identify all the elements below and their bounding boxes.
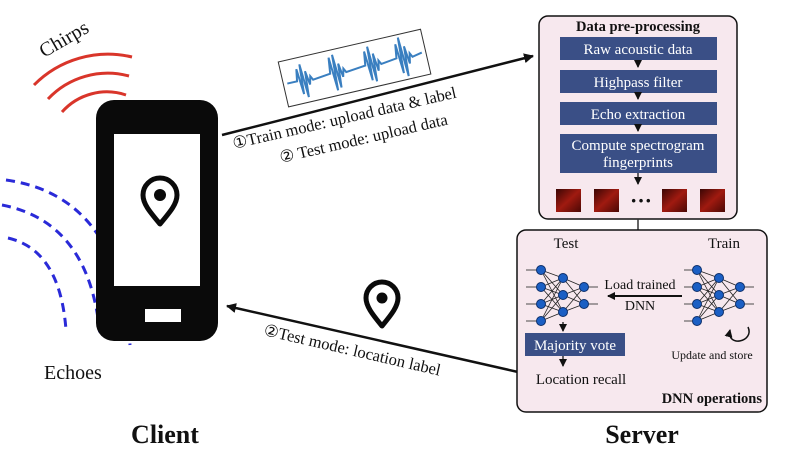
- spectrogram-thumb-3: [662, 189, 687, 212]
- location-pin-icon: [363, 279, 401, 329]
- waveform-signal: [287, 37, 423, 98]
- test-label: Test: [554, 236, 580, 252]
- chirp-arc-3: [32, 52, 133, 87]
- load-trained-label-1: Load trained: [604, 278, 675, 293]
- train-label: Train: [708, 236, 740, 252]
- load-trained-label-2: DNN: [625, 299, 655, 314]
- spectrogram-thumb-4: [700, 189, 725, 212]
- chirp-arc-2: [46, 71, 130, 101]
- waveform-frame: [277, 28, 432, 108]
- spectrogram-thumb-2: [594, 189, 619, 212]
- preprocessing-title: Data pre-processing: [576, 19, 701, 35]
- majority-vote-label: Majority vote: [534, 338, 616, 354]
- step-spectrogram-label-2: fingerprints: [603, 155, 673, 171]
- preprocessing-panel: Data pre-processing Raw acoustic data Hi…: [538, 15, 738, 220]
- step-spectrogram-label-1: Compute spectrogram: [572, 138, 705, 154]
- upload-arrow: [221, 53, 534, 137]
- update-store-label: Update and store: [671, 348, 752, 362]
- train-network: [684, 265, 754, 326]
- echoes-label: Echoes: [44, 362, 102, 384]
- spectrogram-thumb-1: [556, 189, 581, 212]
- dnn-panel-title: DNN operations: [662, 391, 763, 407]
- client-title: Client: [131, 420, 199, 449]
- waveform-thumbnail: [277, 28, 432, 108]
- step-spectrogram: [560, 134, 717, 173]
- chirp-arc-1: [60, 90, 127, 114]
- dnn-panel-box: [516, 229, 768, 413]
- update-loop-arrow: [724, 326, 750, 342]
- phone: [96, 100, 218, 341]
- test-network: [526, 265, 598, 326]
- step-echo-extraction-label: Echo extraction: [591, 107, 686, 123]
- step-echo-extraction: [560, 102, 717, 125]
- location-recall-label: Location recall: [536, 372, 626, 388]
- step-raw-data-label: Raw acoustic data: [583, 42, 692, 58]
- echo-arc-1: [7, 236, 68, 331]
- spectrogram-ellipsis: ···: [630, 188, 652, 213]
- phone-screen: [114, 134, 200, 286]
- location-pin-icon: [140, 175, 180, 227]
- downlink-arrow: [226, 303, 519, 374]
- phone-home-button: [145, 309, 181, 322]
- step-highpass: [560, 70, 717, 93]
- step-highpass-label: Highpass filter: [594, 75, 683, 91]
- dnn-panel: Test Train: [516, 229, 768, 413]
- echo-arc-2: [1, 203, 102, 336]
- server-title: Server: [605, 420, 679, 449]
- step-raw-data: [560, 37, 717, 60]
- chirp-waves: [32, 52, 133, 114]
- majority-vote-box: [525, 333, 625, 356]
